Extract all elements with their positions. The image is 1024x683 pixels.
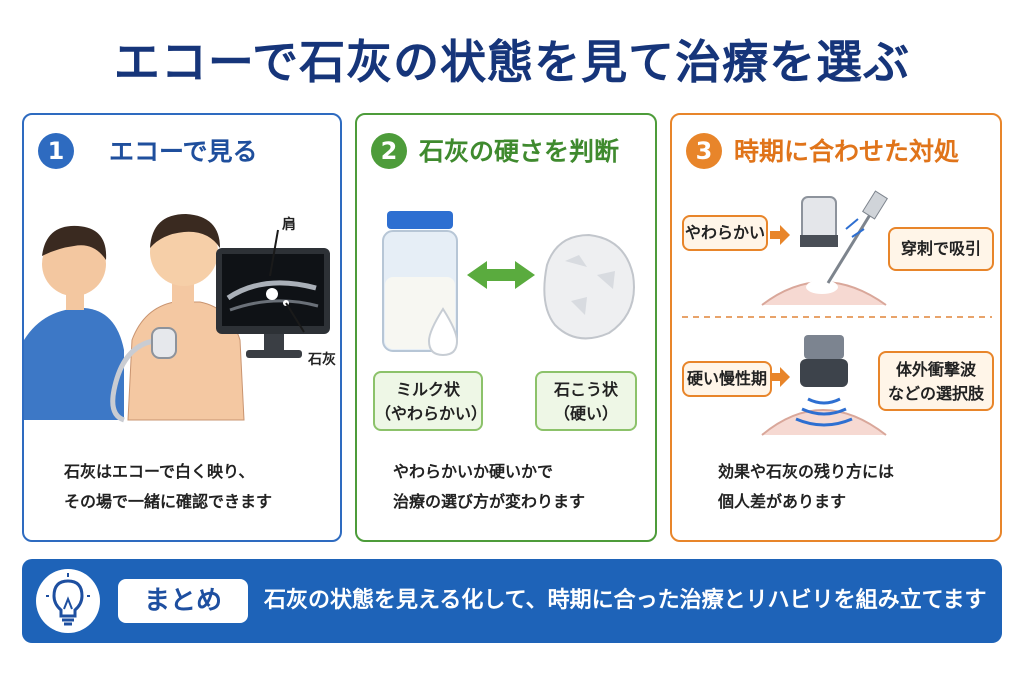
panel-header: 2 石灰の硬さを判断 bbox=[357, 131, 655, 175]
panel-caption: やわらかいか硬いかで 治療の選び方が変わります bbox=[393, 457, 643, 517]
panel-title-hardness: 石灰の硬さを判断 bbox=[419, 137, 620, 166]
caption-line-1: 効果や石灰の残り方には bbox=[718, 462, 895, 481]
probe-icon bbox=[801, 196, 837, 242]
tag-milk-soft: ミルク状 （やわらかい） bbox=[373, 371, 488, 431]
step-number-2: 2 bbox=[371, 133, 407, 169]
tissue-arc bbox=[761, 409, 887, 436]
panel-header: 3 時期に合わせた対処 bbox=[672, 131, 1000, 175]
tag-line-1: 体外衝撃波 bbox=[895, 360, 976, 379]
monitor bbox=[216, 248, 330, 358]
label-aspiration: 穿刺で吸引 bbox=[888, 227, 994, 271]
caption-line-2: その場で一緒に確認できます bbox=[64, 492, 273, 511]
double-arrow-icon bbox=[467, 261, 535, 289]
panel-header: 1 エコーで見る bbox=[24, 131, 340, 175]
tag-line-1: ミルク状 bbox=[395, 380, 460, 399]
hardness-illustration bbox=[382, 211, 635, 357]
label-calcification: 石灰 bbox=[308, 352, 336, 368]
summary-bar: まとめ 石灰の状態を見える化して、時期に合った治療とリハビリを組み立てます bbox=[22, 559, 1002, 643]
treatment-illustration bbox=[682, 190, 992, 436]
step-number-3: 3 bbox=[686, 133, 722, 169]
label-hard-chronic: 硬い慢性期 bbox=[682, 361, 772, 397]
panel-echo: 1 エコーで見る bbox=[22, 113, 342, 542]
probe-cable bbox=[110, 337, 165, 423]
step-number-1: 1 bbox=[38, 133, 74, 169]
tag-line-2: （やわらかい） bbox=[375, 404, 488, 423]
label-shockwave: 体外衝撃波 などの選択肢 bbox=[878, 351, 994, 411]
caption-line-1: 石灰はエコーで白く映り、 bbox=[64, 462, 255, 481]
panel-treatment: 3 時期に合わせた対処 やわらかい 穿刺で吸引 硬い慢性期 体外衝撃波 などの選… bbox=[670, 113, 1002, 542]
doctor-figure bbox=[24, 225, 124, 420]
arrow-icon bbox=[770, 225, 790, 245]
caption-line-1: やわらかいか硬いかで bbox=[393, 462, 554, 481]
panel-caption: 効果や石灰の残り方には 個人差があります bbox=[718, 457, 988, 517]
tag-line-1: 石こう状 bbox=[553, 380, 618, 399]
caption-line-2: 個人差があります bbox=[718, 492, 847, 511]
tag-plaster-hard: 石こう状 （硬い） bbox=[535, 371, 637, 431]
summary-label: まとめ bbox=[118, 579, 248, 623]
panel-caption: 石灰はエコーで白く映り、 その場で一緒に確認できます bbox=[64, 457, 334, 517]
panel-title-echo: エコーで見る bbox=[109, 137, 258, 166]
panel-title-treatment: 時期に合わせた対処 bbox=[734, 137, 960, 166]
ultrasound-probe bbox=[151, 327, 177, 359]
lightbulb-icon bbox=[36, 569, 100, 633]
summary-text: 石灰の状態を見える化して、時期に合った治療とリハビリを組み立てます bbox=[264, 588, 987, 613]
milk-jar-icon bbox=[382, 211, 459, 357]
arrow-icon bbox=[770, 367, 790, 387]
label-shoulder: 肩 bbox=[282, 217, 296, 233]
shockwave-device-icon bbox=[804, 335, 844, 359]
tag-line-2: （硬い） bbox=[553, 404, 618, 423]
tag-line-2: などの選択肢 bbox=[887, 384, 984, 403]
caption-line-2: 治療の選び方が変わります bbox=[393, 492, 586, 511]
label-soft: やわらかい bbox=[682, 215, 768, 251]
echo-exam-illustration bbox=[24, 214, 330, 423]
plaster-chunk-icon bbox=[543, 233, 635, 340]
page-title: エコーで石灰の状態を見て治療を選ぶ bbox=[113, 35, 911, 89]
panel-hardness: 2 石灰の硬さを判断 ミルク状 （やわらかい） 石こう状 （硬い） やわらかいか… bbox=[355, 113, 657, 542]
